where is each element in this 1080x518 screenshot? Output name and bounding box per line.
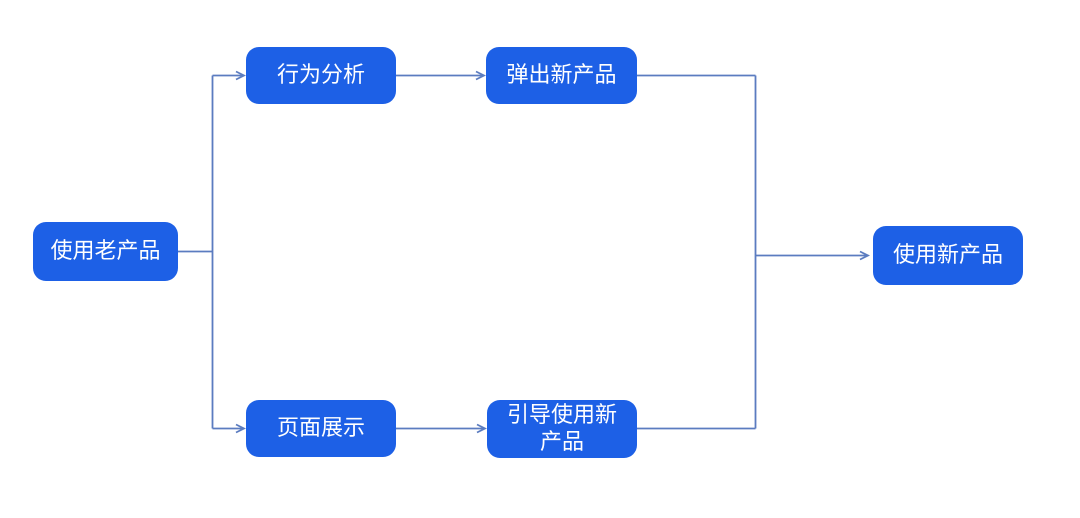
node-behavior-analysis-label: 行为分析 <box>276 62 365 88</box>
node-popup-new-product-label: 弹出新产品 <box>506 62 617 88</box>
node-page-display-label: 页面展示 <box>276 415 365 441</box>
node-use-old-product-label: 使用老产品 <box>50 238 161 264</box>
node-page-display[interactable]: 页面展示 <box>246 400 396 457</box>
node-use-old-product[interactable]: 使用老产品 <box>33 222 178 281</box>
node-behavior-analysis[interactable]: 行为分析 <box>246 47 396 104</box>
node-guide-use-new-product-label: 引导使用新产品 <box>506 402 617 454</box>
node-use-new-product-label: 使用新产品 <box>892 242 1003 268</box>
node-use-new-product[interactable]: 使用新产品 <box>873 226 1023 285</box>
node-popup-new-product[interactable]: 弹出新产品 <box>486 47 637 104</box>
node-guide-use-new-product[interactable]: 引导使用新产品 <box>487 400 637 458</box>
